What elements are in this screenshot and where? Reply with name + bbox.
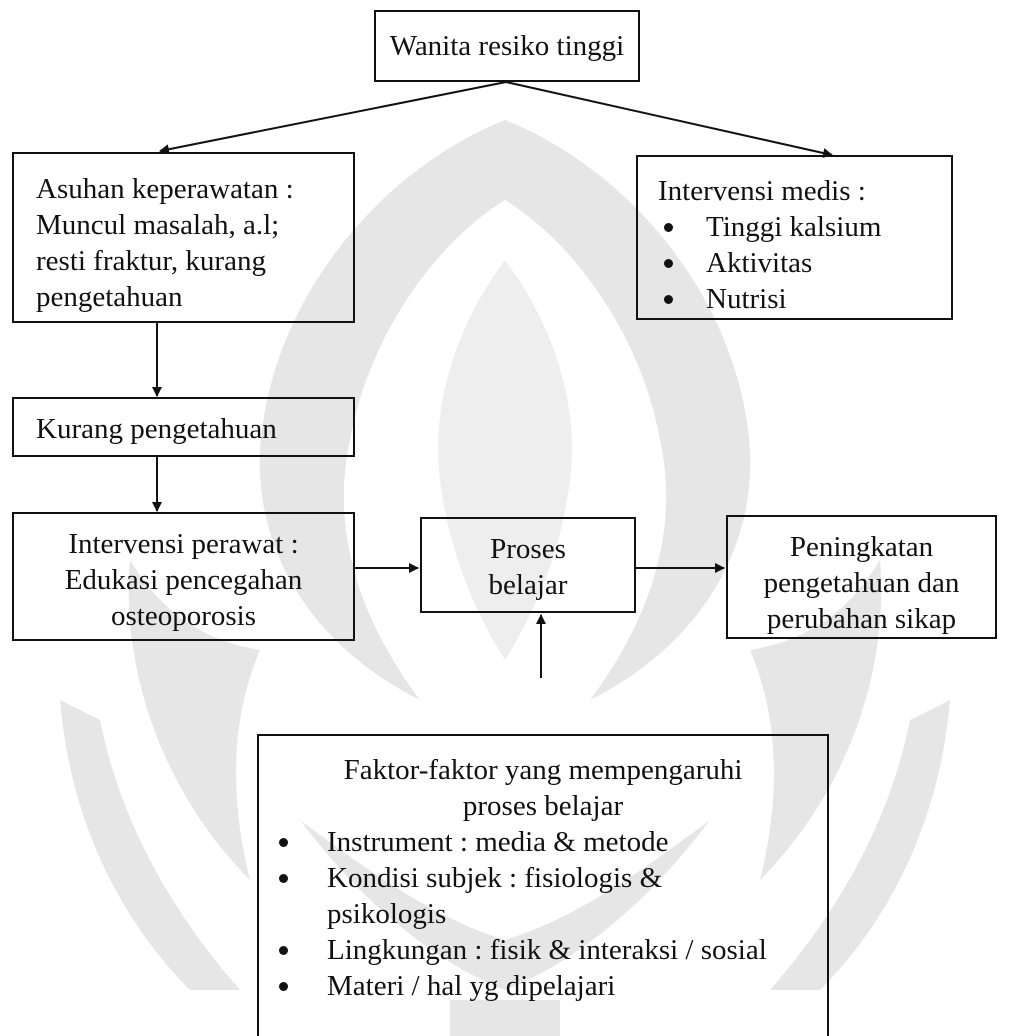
asuhan-line-2: Muncul masalah, a.l; [36, 209, 280, 241]
kurang-text: Kurang pengetahuan [36, 413, 277, 445]
proses-line-1: Proses [490, 533, 566, 565]
box-kurang-pengetahuan: Kurang pengetahuan [12, 397, 355, 457]
proses-line-2: belajar [488, 569, 568, 601]
box-peningkatan-pengetahuan: Peningkatan pengetahuan dan perubahan si… [726, 515, 997, 639]
faktor-title-line-2: proses belajar [462, 790, 624, 822]
box-wanita-resiko-tinggi: Wanita resiko tinggi [374, 10, 640, 82]
peningkatan-line-1: Peningkatan [789, 531, 934, 563]
peningkatan-line-2: pengetahuan dan [763, 567, 960, 599]
faktor-item-text: psikologis [327, 898, 447, 930]
faktor-title-line-1: Faktor-faktor yang mempengaruhi [343, 754, 743, 786]
medis-list-item: Tinggi kalsium [658, 209, 951, 245]
peningkatan-line-3: perubahan sikap [766, 603, 957, 635]
faktor-item-text: Materi / hal yg dipelajari [327, 970, 616, 1002]
medis-list-item: Aktivitas [658, 245, 951, 281]
box-asuhan-keperawatan: Asuhan keperawatan : Muncul masalah, a.l… [12, 152, 355, 323]
perawat-line-2: Edukasi pencegahan [64, 564, 303, 596]
faktor-list-item: Lingkungan : fisik & interaksi / sosial [259, 932, 827, 968]
box-proses-belajar: Proses belajar [420, 517, 636, 613]
bullet-icon [664, 259, 673, 268]
faktor-list: Instrument : media & metode Kondisi subj… [259, 824, 827, 1004]
bullet-icon [279, 874, 288, 883]
faktor-list-item: Kondisi subjek : fisiologis & psikologis [259, 860, 827, 932]
bullet-icon [279, 946, 288, 955]
box-intervensi-perawat: Intervensi perawat : Edukasi pencegahan … [12, 512, 355, 641]
bullet-icon [279, 838, 288, 847]
medis-list-item: Nutrisi [658, 281, 951, 317]
faktor-item-text: Lingkungan : fisik & interaksi / sosial [327, 934, 767, 966]
medis-item-text: Nutrisi [706, 283, 787, 315]
faktor-item-text: Instrument : media & metode [327, 826, 669, 858]
asuhan-line-4: pengetahuan [36, 281, 183, 313]
box-faktor-faktor: Faktor-faktor yang mempengaruhi proses b… [257, 734, 829, 1036]
medis-item-text: Aktivitas [706, 247, 813, 279]
perawat-line-3: osteoporosis [111, 600, 256, 632]
bullet-icon [664, 223, 673, 232]
medis-title: Intervensi medis : [658, 175, 866, 207]
medis-item-text: Tinggi kalsium [706, 211, 882, 243]
bullet-icon [279, 982, 288, 991]
perawat-line-1: Intervensi perawat : [68, 528, 299, 560]
top-box-text: Wanita resiko tinggi [389, 30, 625, 62]
medis-list: Tinggi kalsium Aktivitas Nutrisi [658, 209, 951, 317]
faktor-list-item: Materi / hal yg dipelajari [259, 968, 827, 1004]
faktor-title: Faktor-faktor yang mempengaruhi proses b… [259, 752, 827, 824]
asuhan-line-1: Asuhan keperawatan : [36, 173, 294, 205]
asuhan-line-3: resti fraktur, kurang [36, 245, 266, 277]
bullet-icon [664, 295, 673, 304]
box-intervensi-medis: Intervensi medis : Tinggi kalsium Aktivi… [636, 155, 953, 320]
faktor-item-text: Kondisi subjek : fisiologis & [327, 862, 663, 894]
faktor-list-item: Instrument : media & metode [259, 824, 827, 860]
